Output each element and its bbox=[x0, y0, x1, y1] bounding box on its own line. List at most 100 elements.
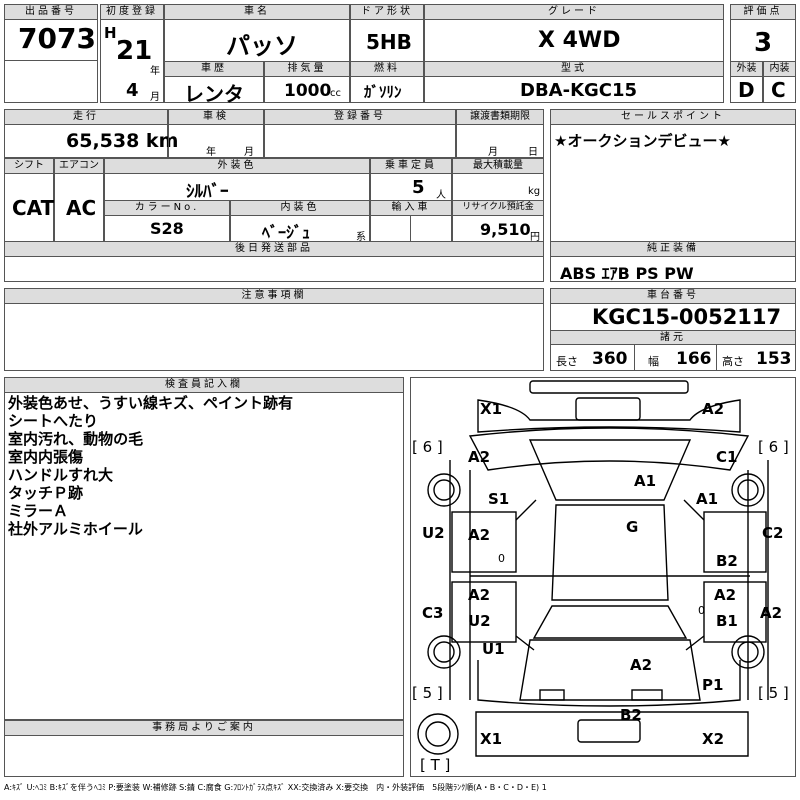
damage-label: U2 bbox=[468, 612, 491, 630]
width-value: 166 bbox=[676, 349, 712, 369]
first-reg-year-unit: 年 bbox=[150, 66, 160, 77]
hood-outline bbox=[468, 427, 750, 471]
displacement-unit: cc bbox=[330, 88, 341, 99]
door-line-left bbox=[515, 499, 537, 651]
spec-div2 bbox=[716, 344, 717, 371]
wheel-rear-left-inner bbox=[433, 641, 455, 663]
damage-label: B1 bbox=[716, 612, 738, 630]
damage-label: C1 bbox=[716, 448, 738, 466]
damage-label: B2 bbox=[620, 706, 642, 724]
model-value: DBA-KGC15 bbox=[520, 80, 638, 101]
history-cell bbox=[164, 76, 264, 103]
displacement-cell bbox=[264, 76, 350, 103]
damage-label: [ 6 ] bbox=[758, 438, 789, 456]
capacity-unit: 人 bbox=[436, 190, 446, 201]
first-reg-year: 21 bbox=[116, 36, 153, 66]
height-value: 153 bbox=[756, 349, 792, 369]
import-divider bbox=[410, 215, 411, 242]
grade-value: X 4WD bbox=[538, 28, 621, 53]
damage-label: C2 bbox=[762, 524, 784, 542]
rear-body-outline bbox=[477, 660, 741, 707]
lot-blank bbox=[4, 60, 98, 103]
mileage-cell bbox=[4, 124, 168, 158]
damage-label: A2 bbox=[468, 448, 491, 466]
windshield-outline bbox=[528, 439, 692, 501]
rear-lamp-left bbox=[539, 689, 565, 701]
roof-outline bbox=[551, 504, 669, 601]
lot-number: 7073 bbox=[18, 22, 96, 55]
fuel-value: ｶﾞｿﾘﾝ bbox=[364, 83, 402, 101]
exterior-cell bbox=[730, 76, 763, 103]
damage-label: S1 bbox=[488, 490, 510, 508]
damage-label: A2 bbox=[630, 656, 653, 674]
trunk-outline bbox=[519, 639, 701, 701]
transfer-day: 日 bbox=[528, 147, 538, 158]
damage-label: A1 bbox=[696, 490, 719, 508]
damage-label: X1 bbox=[480, 730, 503, 748]
front-door-right bbox=[703, 511, 767, 573]
length-label: 長さ bbox=[556, 355, 578, 368]
damage-label: G bbox=[626, 518, 639, 536]
wheel-rear-right-inner bbox=[737, 641, 759, 663]
spare-wheel bbox=[417, 713, 459, 755]
inspection-year: 年 bbox=[206, 147, 216, 158]
damage-label: [ T ] bbox=[420, 756, 451, 774]
damage-label: P1 bbox=[702, 676, 724, 694]
inspection-cell bbox=[168, 124, 264, 158]
damage-legend: A:ｷｽﾞ U:ﾍｺﾐ B:ｷｽﾞを伴うﾍｺﾐ P:要塗装 W:補修跡 S:錆 … bbox=[4, 783, 547, 792]
equipment-value: ABS ｴｱB PS PW bbox=[560, 264, 694, 283]
rear-bumper-outline bbox=[475, 711, 749, 757]
rear-glass-outline bbox=[532, 605, 688, 639]
damage-label: A2 bbox=[702, 400, 725, 418]
body-left-outline bbox=[449, 460, 471, 700]
wheel-front-left-inner bbox=[433, 479, 455, 501]
damage-label: U2 bbox=[422, 524, 445, 542]
rear-lamp-right bbox=[631, 689, 663, 701]
first-reg-cell bbox=[100, 19, 164, 103]
spec-cell bbox=[550, 344, 796, 371]
inspection-month: 月 bbox=[244, 147, 254, 158]
ac-value: AC bbox=[66, 196, 97, 220]
door-line-right bbox=[683, 499, 705, 651]
first-reg-era: H bbox=[104, 24, 117, 42]
inspector-line: 外装色あせ、うすい線キズ、ペイント跡有 bbox=[8, 394, 294, 412]
front-bumper-outline bbox=[529, 380, 689, 394]
wheel-front-left bbox=[427, 473, 461, 507]
shift-value: CAT bbox=[12, 196, 55, 220]
front-plate-outline bbox=[575, 397, 641, 421]
interior-cell bbox=[763, 76, 796, 103]
recycle-unit: 円 bbox=[530, 232, 540, 243]
history-value: レンタ bbox=[184, 82, 244, 106]
office-cell bbox=[4, 735, 404, 777]
exterior-grade: D bbox=[738, 78, 755, 102]
transfer-month: 月 bbox=[488, 147, 498, 158]
front-body-outline bbox=[477, 399, 741, 433]
color-value: ｼﾙﾊﾞｰ bbox=[186, 182, 229, 202]
equipment-cell bbox=[550, 256, 796, 282]
wheel-rear-right bbox=[731, 635, 765, 669]
capacity-value: 5 bbox=[412, 177, 425, 198]
inspector-line: 室内内張傷 bbox=[8, 448, 84, 466]
inspector-notes: 外装色あせ、うすい線キズ、ペイント跡有 シートへたり 室内汚れ、動物の毛 室内内… bbox=[8, 394, 293, 538]
damage-label: [ 5 ] bbox=[412, 684, 443, 702]
rear-plate-outline bbox=[577, 719, 641, 743]
inspector-line: 室内汚れ、動物の毛 bbox=[8, 430, 144, 448]
width-label: 幅 bbox=[648, 355, 659, 368]
wheel-front-right bbox=[731, 473, 765, 507]
load-unit: kg bbox=[528, 186, 541, 197]
model-cell bbox=[424, 76, 724, 103]
notes-cell bbox=[4, 303, 544, 371]
wheel-front-right-inner bbox=[737, 479, 759, 501]
first-reg-month: 4 bbox=[126, 80, 139, 101]
damage-label: B2 bbox=[716, 552, 738, 570]
diagram-frame bbox=[410, 377, 796, 777]
salespoint-text: ★オークションデビュー★ bbox=[554, 132, 731, 150]
rear-door-left bbox=[451, 581, 517, 643]
registration-cell bbox=[264, 124, 456, 158]
inspector-line: シートへたり bbox=[8, 412, 99, 430]
front-door-left bbox=[451, 511, 517, 573]
height-label: 高さ bbox=[722, 355, 744, 368]
damage-label: [ 5 ] bbox=[758, 684, 789, 702]
colorno-value: S28 bbox=[150, 219, 184, 238]
